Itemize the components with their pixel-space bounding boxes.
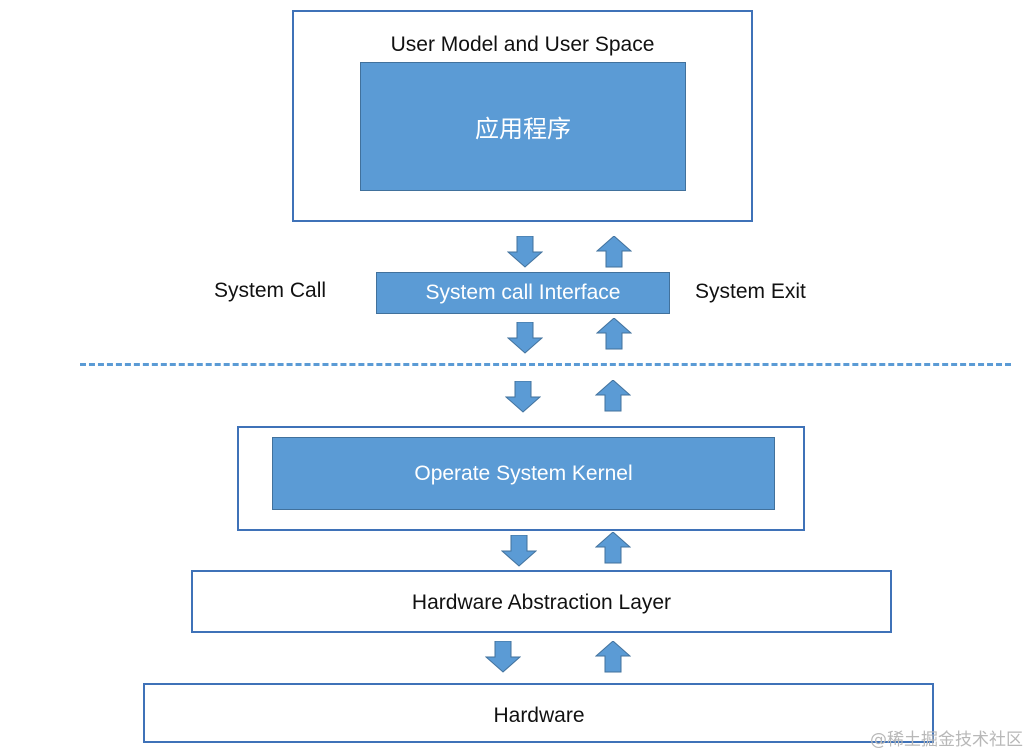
arrow-down-icon <box>507 236 543 268</box>
arrow-down-icon <box>501 535 537 567</box>
user-space-title: User Model and User Space <box>390 33 655 56</box>
system-call-label: System Call <box>214 279 327 302</box>
hal-label: Hardware Abstraction Layer <box>411 591 672 614</box>
system-call-interface-label: System call Interface <box>425 281 621 304</box>
hardware-label: Hardware <box>493 704 585 727</box>
application-box: 应用程序 <box>360 62 686 191</box>
arrow-up-icon <box>595 380 631 412</box>
kernel-box: Operate System Kernel <box>272 437 775 510</box>
kernel-boundary-divider <box>80 363 1011 366</box>
arrow-up-icon <box>596 236 632 268</box>
hardware-box: Hardware <box>143 683 934 743</box>
system-exit-label: System Exit <box>695 280 806 303</box>
watermark: @稀土掘金技术社区 <box>870 730 1023 750</box>
arrow-down-icon <box>485 641 521 673</box>
arrow-down-icon <box>507 322 543 354</box>
kernel-label: Operate System Kernel <box>414 461 633 485</box>
arrow-down-icon <box>505 381 541 413</box>
hal-box: Hardware Abstraction Layer <box>191 570 892 633</box>
arrow-up-icon <box>595 641 631 673</box>
system-call-interface-box: System call Interface <box>376 272 670 314</box>
application-label: 应用程序 <box>475 116 571 143</box>
arrow-up-icon <box>596 318 632 350</box>
arrow-up-icon <box>595 532 631 564</box>
